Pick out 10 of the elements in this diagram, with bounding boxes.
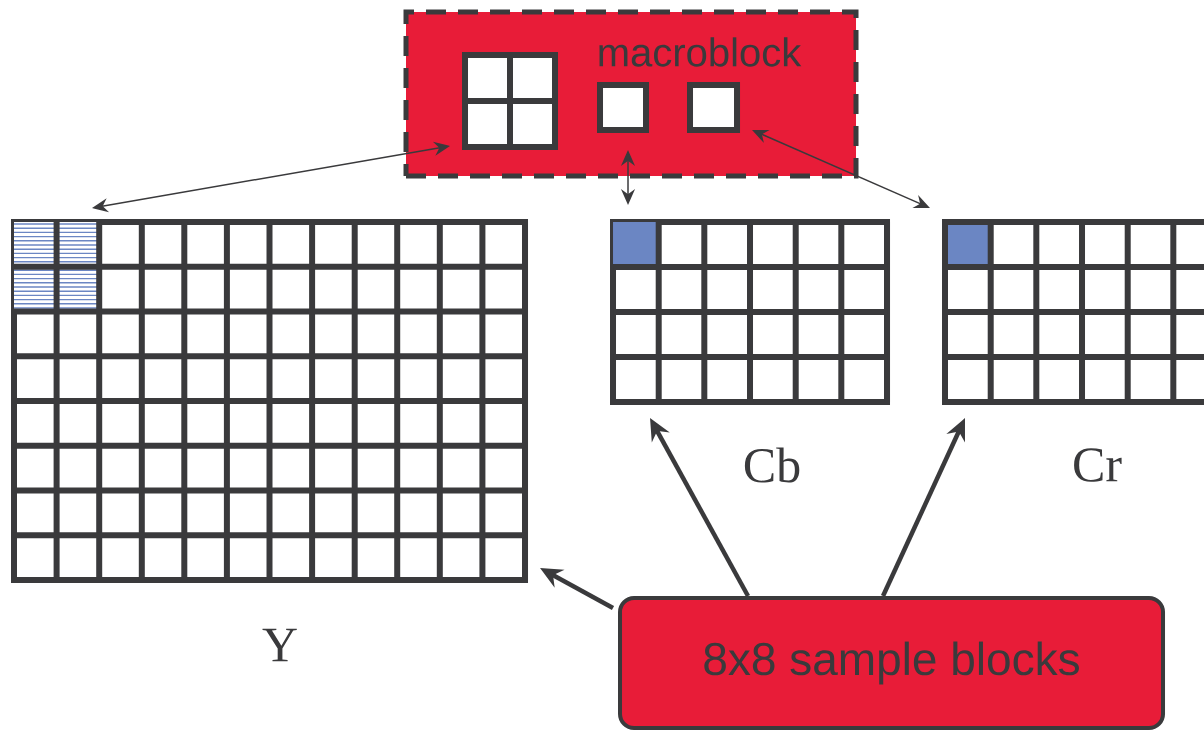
block-icon	[687, 82, 740, 133]
block-icon	[462, 52, 558, 150]
pixel-grid: Cb	[610, 219, 890, 483]
pixel-grid: Cr	[942, 219, 1204, 482]
node-label: Cr	[1074, 448, 1122, 482]
block-icon	[597, 82, 649, 133]
node-label: Cb	[744, 447, 800, 483]
pixel-grid: Y	[11, 219, 528, 662]
label-box: 8x8 sample blocks	[618, 596, 1165, 730]
node-label: Y	[262, 628, 297, 662]
